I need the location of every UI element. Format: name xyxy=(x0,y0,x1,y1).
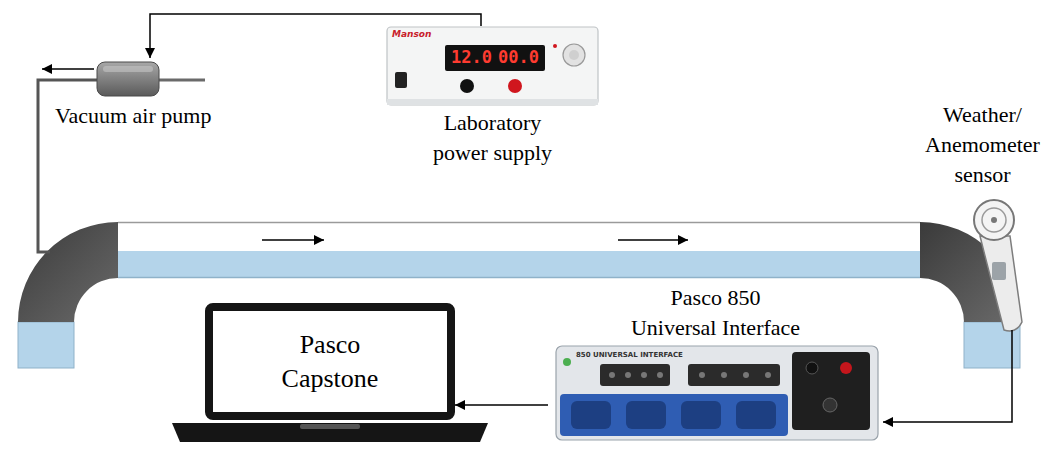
power-supply-body xyxy=(387,99,598,105)
laptop-base xyxy=(172,423,488,442)
power-supply-body xyxy=(508,79,522,93)
device-caption: Laboratory power supply xyxy=(418,108,568,168)
power-supply-body xyxy=(387,27,598,105)
pump-body xyxy=(97,62,205,96)
power-supply-body xyxy=(553,44,557,48)
anemometer-body xyxy=(982,208,1006,232)
anemometer-body xyxy=(974,200,1022,331)
interface-body xyxy=(571,401,611,429)
interface-node: Pasco 850 Universal Interface xyxy=(548,283,883,445)
anemometer-body xyxy=(980,236,1022,331)
interface-body xyxy=(806,362,818,374)
pump-body xyxy=(97,62,159,96)
interface-body xyxy=(556,346,878,440)
brand-name: Manson xyxy=(392,29,431,40)
flow-arrow xyxy=(262,240,688,241)
interface-body xyxy=(626,401,666,429)
laptop-screen: Pasco Capstone xyxy=(205,303,455,420)
voltage-readout: 12.0 xyxy=(451,47,492,67)
laptop-base xyxy=(172,423,488,442)
glass-tube xyxy=(118,277,920,279)
glass-tube xyxy=(118,222,920,278)
interface-body xyxy=(641,372,647,378)
interface-body xyxy=(823,398,837,412)
interface-body xyxy=(699,372,705,378)
interface-body xyxy=(765,372,771,378)
interface-body xyxy=(625,372,631,378)
flow-arrow xyxy=(262,239,324,241)
interface-body xyxy=(743,372,749,378)
interface-body xyxy=(721,372,727,378)
interface-body xyxy=(609,372,615,378)
anemometer-body xyxy=(992,262,1006,280)
pump-node: Vacuum air pump xyxy=(40,58,310,133)
interface-body xyxy=(563,358,571,366)
power-supply-body xyxy=(395,72,407,88)
software-name: Pasco Capstone xyxy=(255,328,405,396)
pump-body xyxy=(159,79,205,82)
interface-body xyxy=(840,362,852,374)
sensor-node: Weather/ Anemometer sensor xyxy=(915,100,1051,330)
interface-body xyxy=(792,352,870,430)
glass-tube xyxy=(118,222,920,224)
glass-tube xyxy=(18,222,118,322)
power-supply-body xyxy=(460,79,474,93)
interface-body xyxy=(657,372,663,378)
interface-body xyxy=(600,364,670,386)
glass-tube xyxy=(18,322,74,368)
flow-arrow xyxy=(618,239,688,241)
interface-body xyxy=(681,401,721,429)
power-supply-body xyxy=(569,50,579,60)
device-caption: Pasco 850 Universal Interface xyxy=(628,283,803,343)
current-readout: 00.0 xyxy=(498,47,539,67)
power-supply-body xyxy=(445,45,545,71)
suction-hose xyxy=(42,68,94,70)
power-supply-node: Laboratory power supply xyxy=(385,26,600,172)
power-supply-body xyxy=(387,27,598,105)
signal-connector xyxy=(150,14,481,58)
model-plate: 850 UNIVERSAL INTERFACE xyxy=(576,351,683,359)
device-caption: Vacuum air pump xyxy=(55,101,211,131)
glass-tube xyxy=(118,251,920,278)
device-caption: Weather/ Anemometer sensor xyxy=(915,100,1050,190)
signal-connector xyxy=(455,404,548,406)
interface-body xyxy=(736,401,776,429)
pump-body xyxy=(103,66,153,72)
anemometer-body xyxy=(991,217,997,223)
signal-connector xyxy=(883,330,1012,422)
suction-hose xyxy=(38,69,97,252)
interface-body xyxy=(556,346,878,440)
anemometer-body xyxy=(974,200,1014,240)
interface-body xyxy=(688,364,780,386)
interface-body xyxy=(560,394,788,436)
laptop-base xyxy=(300,424,360,429)
power-supply-body xyxy=(563,44,585,66)
